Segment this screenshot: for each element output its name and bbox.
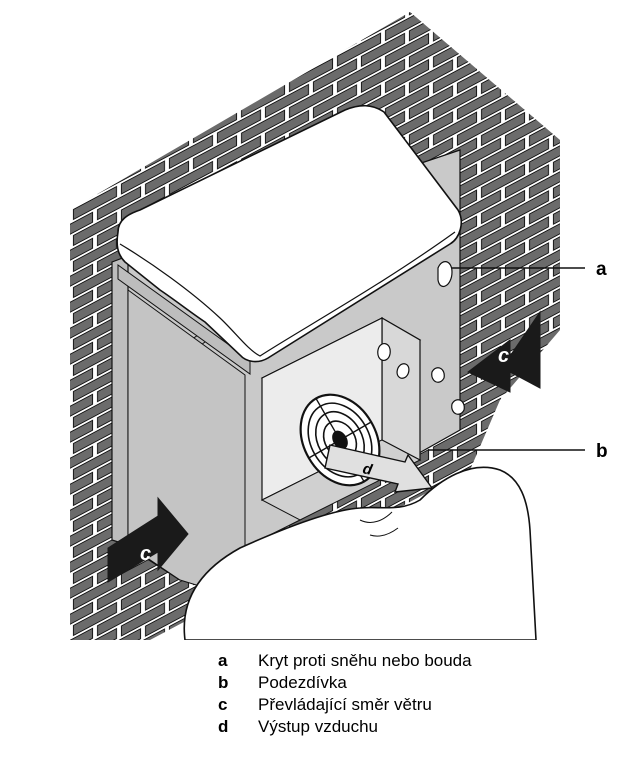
legend-item: a Kryt proti sněhu nebo bouda: [218, 650, 472, 672]
legend-text: Převládající směr větru: [258, 695, 432, 714]
legend-key: c: [218, 695, 228, 714]
wind-arrow-right: [467, 310, 541, 393]
snow-clump: [431, 367, 445, 383]
callout-b: b: [596, 441, 608, 462]
legend-text: Kryt proti sněhu nebo bouda: [258, 651, 472, 670]
snow-cover-edge: [119, 231, 456, 357]
legend-key: a: [218, 651, 228, 670]
shelter-post-left: [111, 255, 129, 546]
legend-item: d Výstup vzduchu: [218, 716, 472, 738]
snow-drift: [183, 466, 537, 640]
callout-c-left: c: [140, 543, 151, 565]
snow-clump: [437, 261, 453, 288]
wind-arrow-left: [107, 496, 189, 583]
callout-c-right: c: [498, 345, 509, 367]
unit-right: [381, 316, 421, 461]
air-outlet-arrow: [324, 444, 434, 493]
legend-key: d: [218, 717, 229, 736]
shelter-beam: [117, 264, 251, 375]
legend-key: b: [218, 673, 229, 692]
snow-cover: [116, 104, 462, 363]
snow-clump: [451, 399, 465, 415]
legend-text: Podezdívka: [258, 673, 347, 692]
legend-item: c Převládající směr větru: [218, 694, 472, 716]
unit-diagram: d c c a b: [70, 12, 608, 640]
callout-a: a: [596, 259, 607, 280]
legend-item: b Podezdívka: [218, 672, 472, 694]
legend: a Kryt proti sněhu nebo bouda b Podezdív…: [218, 650, 472, 738]
snow-drift-detail: [359, 511, 399, 537]
legend-text: Výstup vzduchu: [258, 717, 379, 736]
snow-clump: [396, 363, 410, 379]
snow-clump: [377, 343, 391, 361]
